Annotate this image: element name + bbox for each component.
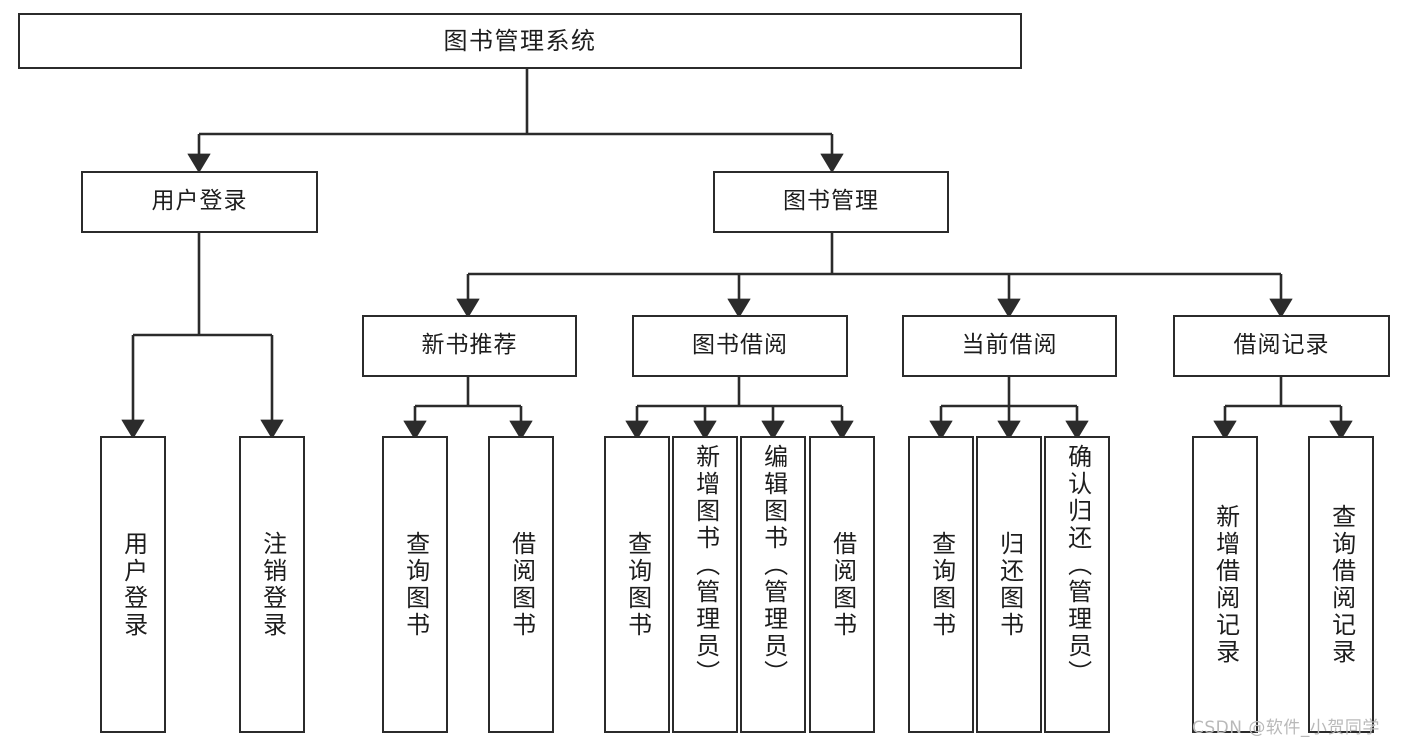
node-label: 注销登录	[258, 530, 287, 639]
node-label: 用户登录	[151, 188, 248, 215]
node-label: 当前借阅	[961, 332, 1058, 359]
leaf-add-borrowing-record[interactable]: 新增借阅记录	[1192, 436, 1258, 733]
leaf-query-borrowing-record[interactable]: 查询借阅记录	[1308, 436, 1374, 733]
node-label: 新增图书（管理员）	[691, 444, 720, 687]
node-label: 新增借阅记录	[1211, 503, 1240, 666]
node-root-book-management-system[interactable]: 图书管理系统	[18, 13, 1022, 69]
leaf-query-book-current[interactable]: 查询图书	[908, 436, 974, 733]
node-label: 查询图书	[927, 530, 956, 639]
node-label: 借阅图书	[507, 530, 536, 639]
leaf-query-book-borrowing[interactable]: 查询图书	[604, 436, 670, 733]
node-label: 新书推荐	[421, 332, 518, 359]
leaf-add-book-admin[interactable]: 新增图书（管理员）	[672, 436, 738, 733]
node-new-book-recommendation[interactable]: 新书推荐	[362, 315, 577, 377]
node-book-borrowing[interactable]: 图书借阅	[632, 315, 848, 377]
node-label: 查询图书	[623, 530, 652, 639]
node-user-login[interactable]: 用户登录	[81, 171, 318, 233]
node-label: 查询图书	[401, 530, 430, 639]
leaf-confirm-return-admin[interactable]: 确认归还（管理员）	[1044, 436, 1110, 733]
node-label: 图书管理	[783, 188, 879, 215]
node-borrowing-record[interactable]: 借阅记录	[1173, 315, 1390, 377]
node-label: 查询借阅记录	[1327, 503, 1356, 666]
node-label: 用户登录	[119, 530, 148, 639]
node-current-borrowing[interactable]: 当前借阅	[902, 315, 1117, 377]
leaf-user-login[interactable]: 用户登录	[100, 436, 166, 733]
leaf-borrow-book-borrowing[interactable]: 借阅图书	[809, 436, 875, 733]
node-label: 确认归还（管理员）	[1063, 444, 1092, 687]
node-book-management[interactable]: 图书管理	[713, 171, 949, 233]
node-label: 借阅图书	[828, 530, 857, 639]
node-label: 图书借阅	[692, 332, 788, 359]
leaf-logout[interactable]: 注销登录	[239, 436, 305, 733]
leaf-borrow-book-recommendation[interactable]: 借阅图书	[488, 436, 554, 733]
node-label: 图书管理系统	[443, 26, 597, 55]
node-label: 借阅记录	[1233, 332, 1330, 359]
leaf-edit-book-admin[interactable]: 编辑图书（管理员）	[740, 436, 806, 733]
leaf-return-book[interactable]: 归还图书	[976, 436, 1042, 733]
node-label: 编辑图书（管理员）	[759, 444, 788, 687]
watermark-text: CSDN @软件_小贺同学	[1192, 718, 1380, 738]
leaf-query-book-recommendation[interactable]: 查询图书	[382, 436, 448, 733]
node-label: 归还图书	[995, 530, 1024, 639]
